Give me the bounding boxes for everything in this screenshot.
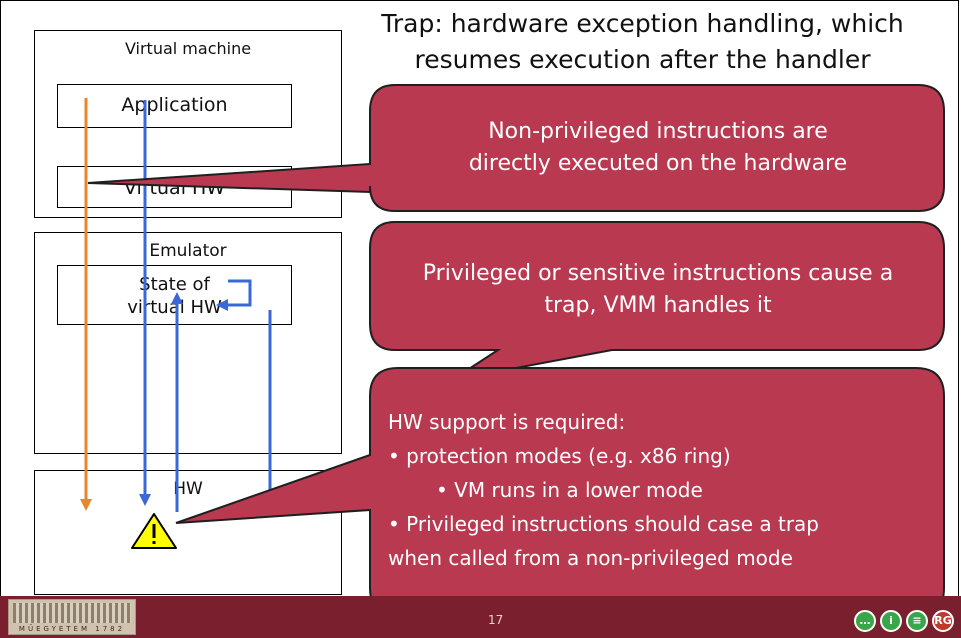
university-logo: MŰEGYETEM 1782 xyxy=(8,599,136,635)
slide-title: Trap: hardware exception handling, which… xyxy=(360,6,925,78)
callout-hw-support-text: HW support is required: • protection mod… xyxy=(388,405,940,575)
logo-text: MŰEGYETEM 1782 xyxy=(18,625,126,633)
callout-non-privileged-line-1: Non-privileged instructions are xyxy=(488,119,828,144)
blue-loop-arrow xyxy=(216,279,252,311)
callout-hw-support-line-5: when called from a non-privileged mode xyxy=(388,546,793,570)
callout-non-privileged-line-2: directly executed on the hardware xyxy=(468,151,848,176)
page-number: 17 xyxy=(488,613,504,627)
callout-non-privileged-text: Non-privileged instructions are directly… xyxy=(372,116,944,180)
title-line-2: resumes execution after the handler xyxy=(414,45,871,74)
footer-bar xyxy=(0,596,961,638)
callout-non-privileged-shape xyxy=(87,84,945,212)
callout-privileged-line-1: Privileged or sensitive instructions cau… xyxy=(422,261,894,286)
application-label: Application xyxy=(121,94,228,116)
state-line-1: State of xyxy=(139,274,210,295)
callout-privileged-line-2: trap, VMM handles it xyxy=(544,293,772,318)
rg-logo-icon[interactable]: RG xyxy=(932,610,954,632)
virtual-machine-label: Virtual machine xyxy=(124,39,252,58)
hw-label: HW xyxy=(173,479,203,499)
title-line-1: Trap: hardware exception handling, which xyxy=(381,9,904,38)
application-box: Application xyxy=(57,84,292,128)
callout-privileged-shape xyxy=(369,221,945,381)
callout-hw-support-line-3: • VM runs in a lower mode xyxy=(436,478,703,502)
callout-hw-support-line-1: HW support is required: xyxy=(388,410,626,434)
state-line-2: virtual HW xyxy=(127,297,222,318)
warning-triangle-icon xyxy=(131,513,177,549)
callout-hw-support-line-2: • protection modes (e.g. x86 ring) xyxy=(388,444,731,468)
logo-building-graphic xyxy=(13,603,131,623)
speech-bubble-icon[interactable]: … xyxy=(854,610,876,632)
menu-icon[interactable]: ≡ xyxy=(906,610,928,632)
emulator-label: Emulator xyxy=(149,241,227,261)
info-icon[interactable]: i xyxy=(880,610,902,632)
callout-hw-support-line-4: • Privileged instructions should case a … xyxy=(388,512,820,536)
callout-privileged-text: Privileged or sensitive instructions cau… xyxy=(372,258,944,322)
